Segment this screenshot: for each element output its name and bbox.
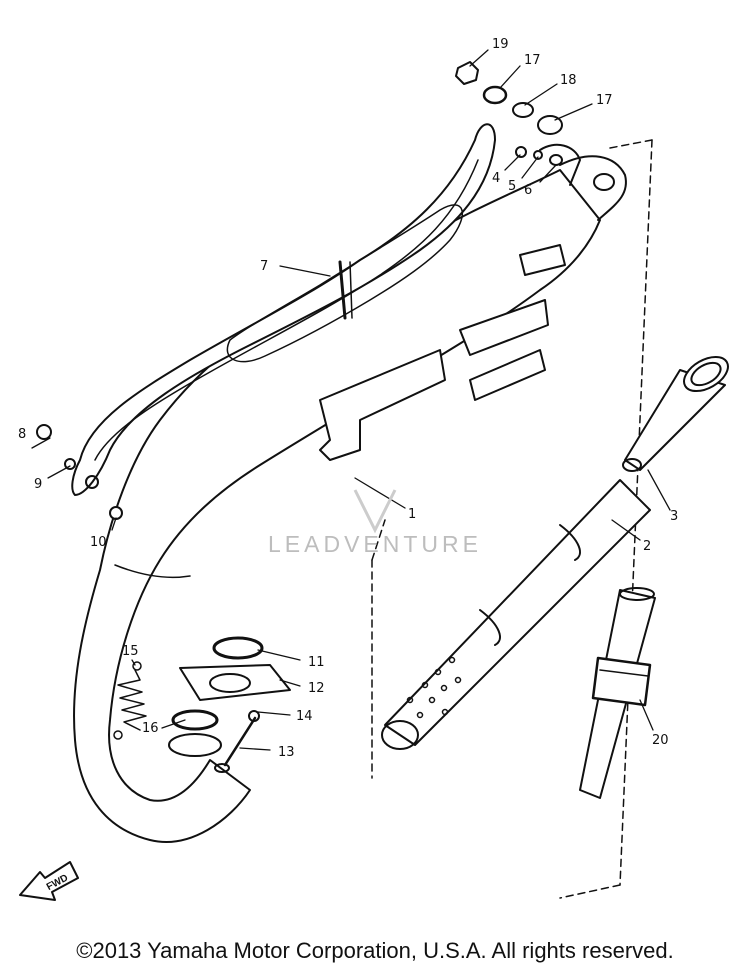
fwd-arrow bbox=[19, 861, 79, 901]
part-label-2: 2 bbox=[643, 539, 651, 554]
part-label-15: 15 bbox=[122, 644, 139, 659]
exhaust-spring bbox=[113, 661, 147, 740]
clamp-assembly bbox=[579, 587, 656, 799]
part-label-4: 4 bbox=[492, 171, 500, 186]
silencer-tube bbox=[381, 479, 651, 750]
part-label-16: 16 bbox=[142, 721, 159, 736]
leader-lines bbox=[31, 49, 671, 751]
part-label-7: 7 bbox=[260, 259, 268, 274]
part-label-17a: 17 bbox=[524, 53, 541, 68]
part-label-11: 11 bbox=[308, 655, 325, 670]
part-label-10: 10 bbox=[90, 535, 107, 550]
part-label-1: 1 bbox=[408, 507, 416, 522]
part-label-9: 9 bbox=[34, 477, 42, 492]
part-label-19: 19 bbox=[492, 37, 509, 52]
watermark-text: LEADVENTURE bbox=[268, 531, 482, 557]
copyright-notice: ©2013 Yamaha Motor Corporation, U.S.A. A… bbox=[76, 938, 674, 963]
part-label-5: 5 bbox=[508, 179, 516, 194]
silencer-end-cap bbox=[622, 355, 729, 472]
part-label-20: 20 bbox=[652, 733, 669, 748]
part-label-6: 6 bbox=[524, 183, 532, 198]
part-label-3: 3 bbox=[670, 509, 678, 524]
heat-guard bbox=[71, 123, 496, 496]
flange-bolt bbox=[214, 710, 260, 773]
part-label-12: 12 bbox=[308, 681, 325, 696]
part-label-18: 18 bbox=[560, 73, 577, 88]
part-label-8: 8 bbox=[18, 427, 26, 442]
exhaust-pipe bbox=[73, 143, 627, 843]
top-mount-hardware bbox=[455, 61, 563, 166]
exhaust-flange bbox=[168, 636, 291, 757]
side-mount-hardware bbox=[36, 424, 123, 520]
silencer-holes bbox=[406, 656, 462, 719]
watermark-logo-icon bbox=[353, 489, 397, 534]
part-label-13: 13 bbox=[278, 745, 295, 760]
part-label-14: 14 bbox=[296, 709, 313, 724]
part-label-17b: 17 bbox=[596, 93, 613, 108]
